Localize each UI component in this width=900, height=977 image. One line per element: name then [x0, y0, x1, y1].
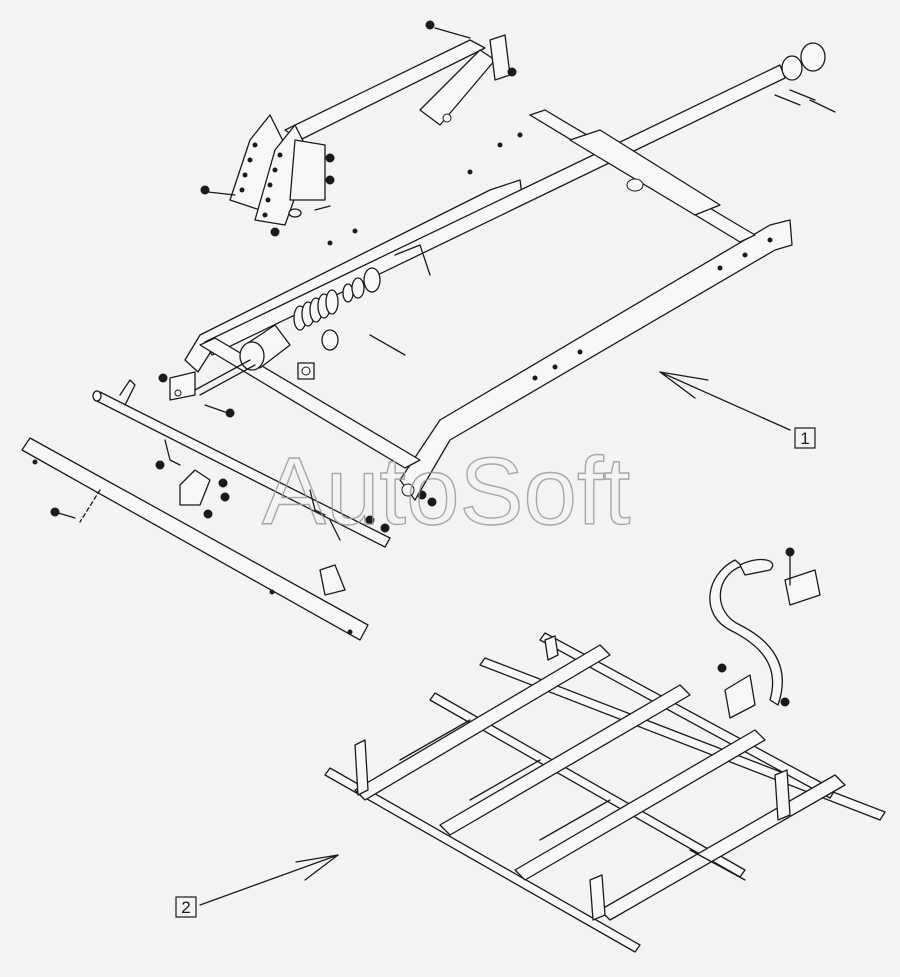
harrow-assembly	[324, 547, 886, 953]
callout-2: 2	[175, 896, 197, 918]
callout-1: 1	[794, 427, 816, 449]
callout-2-label: 2	[181, 898, 190, 917]
callout-1-arrow	[659, 371, 791, 431]
callout-2-arrow	[199, 854, 339, 906]
callout-1-label: 1	[800, 429, 809, 448]
plate-holes	[239, 142, 283, 218]
watermark: AutoSoft	[262, 438, 630, 545]
frame-assembly	[184, 42, 836, 501]
spring	[293, 289, 339, 331]
front-bar-assembly	[21, 371, 437, 641]
rail-holes	[327, 132, 773, 381]
top-linkage	[200, 20, 517, 237]
